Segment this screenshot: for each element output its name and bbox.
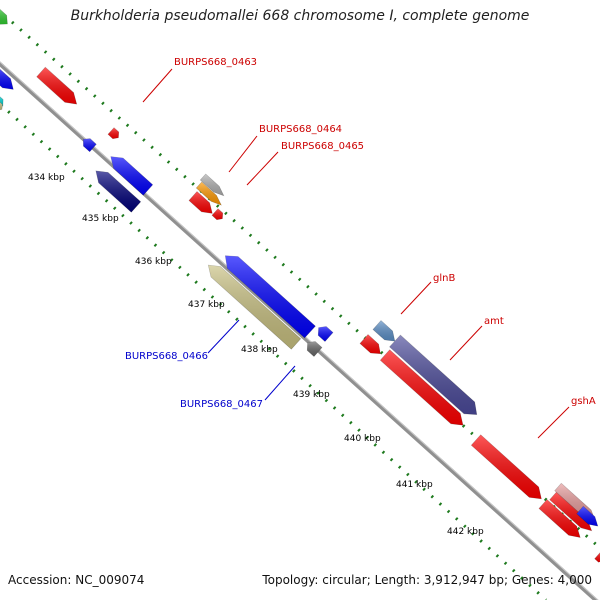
gene-label-burps668-0466: BURPS668_0466 (125, 351, 208, 362)
genes-value: 4,000 (557, 573, 592, 587)
genome-summary: Topology: circular; Length: 3,912,947 bp… (262, 573, 592, 587)
gene-red-long-4-shading (471, 434, 542, 499)
callout-line-burps668-0463 (142, 68, 173, 103)
gene-red-long-5-shading (539, 499, 581, 538)
gene-label-burps668-0464: BURPS668_0464 (259, 124, 342, 135)
scale-label-434: 434 kbp (28, 173, 65, 183)
accession-value: NC_009074 (75, 573, 145, 587)
gene-tiny-red-2-shading (212, 208, 223, 220)
gene-label-gsha: gshA (571, 396, 596, 407)
gene-burps668-0464-shading (196, 182, 222, 206)
gene-label-amt: amt (484, 316, 504, 327)
gene-label-burps668-0465: BURPS668_0465 (281, 141, 364, 152)
scale-label-436: 436 kbp (135, 257, 172, 267)
gene-burps668-0466-shading (225, 255, 316, 338)
length-value: 3,912,947 bp (423, 573, 504, 587)
gene-red-edge-shading (594, 552, 600, 563)
gene-label-burps668-0467: BURPS668_0467 (180, 399, 263, 410)
tick-track-inner (0, 102, 548, 600)
gene-label-burps668-0463: BURPS668_0463 (174, 57, 257, 68)
gene-small-blue-1-shading (83, 138, 97, 152)
scale-label-439: 439 kbp (293, 390, 330, 400)
callout-line-burps668-0464 (228, 135, 258, 173)
topology-value: circular (322, 573, 367, 587)
gene-amt-shading (380, 349, 463, 426)
callout-line-burps668-0467 (264, 365, 296, 401)
gene-label-glnb: glnB (433, 273, 455, 284)
gene-burps668-0465-shading (189, 191, 213, 214)
accession-info: Accession: NC_009074 (8, 573, 144, 587)
gene-green-partial-shading (0, 9, 8, 25)
gene-blue-partial-shading (0, 69, 14, 90)
gene-small-tan-partial-shading (0, 102, 3, 110)
genes-label: Genes: (511, 573, 554, 587)
callout-line-gsha (537, 406, 570, 439)
callout-lines (142, 68, 570, 439)
topology-label: Topology: (262, 573, 319, 587)
callout-line-glnb (400, 281, 432, 315)
scale-label-435: 435 kbp (82, 214, 119, 224)
gene-burps668-0463-shading (36, 67, 77, 105)
tick-tracks (0, 20, 600, 600)
callout-line-burps668-0466 (207, 319, 240, 354)
length-label: Length: (374, 573, 421, 587)
accession-label: Accession: (8, 573, 72, 587)
scale-label-440: 440 kbp (344, 434, 381, 444)
gene-blue-long-1-shading (110, 156, 153, 196)
gene-gsha-shading (549, 492, 592, 531)
callout-line-burps668-0465 (246, 151, 279, 186)
gene-red-small-3-shading (360, 334, 381, 354)
gene-darkblue-long-1-shading (95, 170, 141, 213)
gene-khaki-long-shading (208, 265, 301, 350)
scale-label-441: 441 kbp (396, 480, 433, 490)
gene-burps668-0464-grey-shading (200, 174, 224, 196)
gene-burps668-0467-shading (307, 341, 322, 357)
gene-amt-slate-shading (389, 335, 477, 415)
gene-tiny-red-1-shading (108, 127, 119, 139)
gene-glnb-shading (373, 320, 395, 342)
scale-label-438: 438 kbp (241, 345, 278, 355)
scale-label-442: 442 kbp (447, 527, 484, 537)
map-title: Burkholderia pseudomallei 668 chromosome… (70, 8, 530, 24)
gene-blue-edge-shading (576, 506, 598, 527)
gene-features (0, 8, 600, 563)
gene-small-blue-2-shading (318, 326, 333, 342)
callout-line-amt (449, 325, 483, 361)
scale-label-437: 437 kbp (188, 300, 225, 310)
